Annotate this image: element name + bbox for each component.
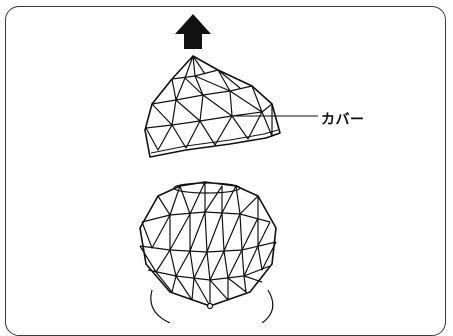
- cover-label: カバー: [321, 112, 365, 128]
- up-arrow-icon: [175, 14, 211, 49]
- lamp-diagram: [139, 14, 318, 323]
- illustration-frame: [5, 6, 446, 336]
- geodesic-sphere-base: [139, 181, 277, 323]
- dome-cover: [144, 55, 281, 158]
